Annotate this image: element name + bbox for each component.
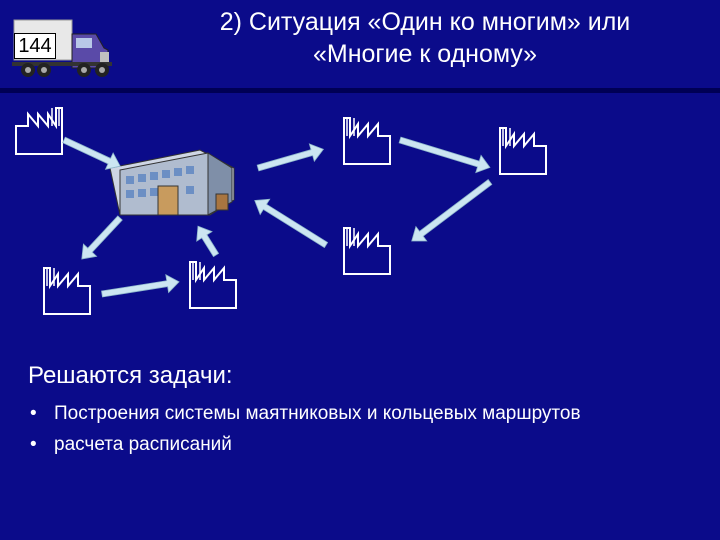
arrow [250,193,331,253]
arrow [75,212,126,265]
warehouse-building-icon [110,150,234,215]
factory-icon [190,262,236,308]
arrow [101,273,181,303]
arrow [190,221,223,259]
title-line-2: «Многие к одному» [130,38,720,70]
title-line-1: 2) Ситуация «Один ко многим» или [130,6,720,38]
factory-icon [344,228,390,274]
factory-icon [500,128,546,174]
title-divider [0,88,720,93]
factory-icon [344,118,390,164]
subheading: Решаются задачи: [28,362,233,390]
arrow [406,175,495,248]
arrow [256,141,326,177]
list-item: Построения системы маятниковых и кольцев… [28,402,668,426]
list-item: расчета расписаний [28,433,668,457]
slide-number-badge: 144 [14,33,56,59]
slide-title: 2) Ситуация «Один ко многим» или «Многие… [130,6,720,70]
logistics-diagram [0,95,720,325]
bullet-list: Построения системы маятниковых и кольцев… [28,402,668,464]
factory-icon [16,108,62,154]
factory-icon [44,268,90,314]
arrow [397,131,492,176]
